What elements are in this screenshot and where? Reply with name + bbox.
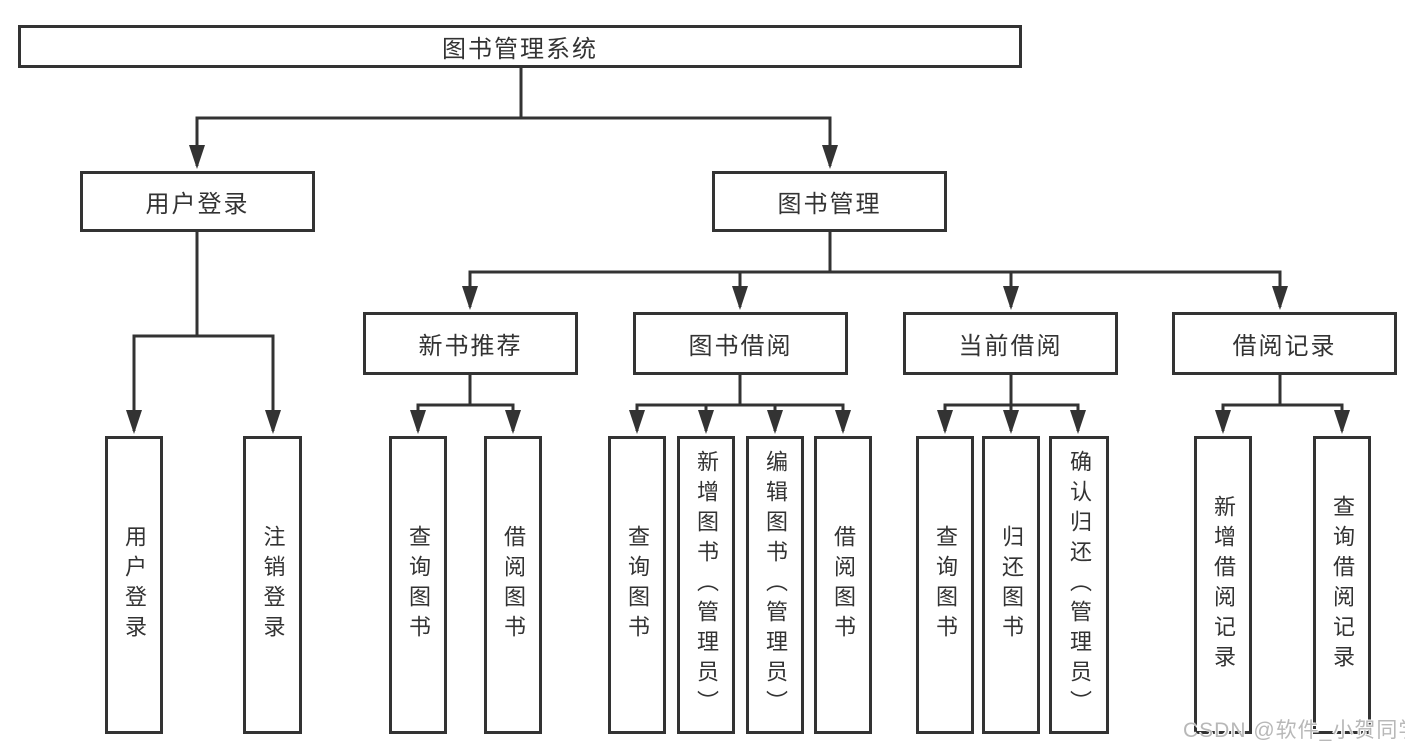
- node-leaf-cb-query-books-label: 查询图书: [933, 525, 958, 645]
- node-leaf-user-login: 用户登录: [105, 436, 163, 734]
- node-leaf-cb-confirm-return-admin-label: 确认归还（管理员）: [1067, 450, 1092, 720]
- node-leaf-nb-borrow-books: 借阅图书: [484, 436, 542, 734]
- node-book-mgmt-label: 图书管理: [777, 191, 882, 218]
- node-user-login: 用户登录: [80, 171, 315, 232]
- node-leaf-bb-query-books: 查询图书: [608, 436, 666, 734]
- node-user-login-label: 用户登录: [145, 191, 250, 218]
- node-borrow-record-label: 借阅记录: [1232, 333, 1337, 360]
- node-book-mgmt: 图书管理: [712, 171, 947, 232]
- node-leaf-nb-query-books-label: 查询图书: [406, 525, 431, 645]
- node-borrow-record: 借阅记录: [1172, 312, 1397, 375]
- node-root: 图书管理系统: [18, 25, 1022, 68]
- node-leaf-bb-edit-books-admin: 编辑图书（管理员）: [746, 436, 804, 734]
- node-leaf-cb-return-books-label: 归还图书: [999, 525, 1024, 645]
- node-leaf-bb-add-books-admin: 新增图书（管理员）: [677, 436, 735, 734]
- node-leaf-logout: 注销登录: [243, 436, 302, 734]
- node-leaf-br-add-record: 新增借阅记录: [1194, 436, 1252, 734]
- node-leaf-cb-query-books: 查询图书: [916, 436, 974, 734]
- node-leaf-cb-return-books: 归还图书: [982, 436, 1040, 734]
- node-book-borrow: 图书借阅: [633, 312, 848, 375]
- node-leaf-br-add-record-label: 新增借阅记录: [1211, 495, 1236, 675]
- node-leaf-user-login-label: 用户登录: [122, 525, 147, 645]
- node-leaf-br-query-record: 查询借阅记录: [1313, 436, 1371, 734]
- node-book-borrow-label: 图书借阅: [688, 333, 793, 360]
- node-leaf-nb-borrow-books-label: 借阅图书: [501, 525, 526, 645]
- node-leaf-logout-label: 注销登录: [260, 525, 286, 645]
- node-leaf-br-query-record-label: 查询借阅记录: [1330, 495, 1355, 675]
- node-leaf-bb-query-books-label: 查询图书: [625, 525, 650, 645]
- node-new-book-rec: 新书推荐: [363, 312, 578, 375]
- node-current-borrow-label: 当前借阅: [958, 333, 1063, 360]
- node-leaf-bb-borrow-books: 借阅图书: [814, 436, 872, 734]
- node-leaf-bb-add-books-admin-label: 新增图书（管理员）: [694, 450, 719, 720]
- node-leaf-nb-query-books: 查询图书: [389, 436, 447, 734]
- node-leaf-bb-borrow-books-label: 借阅图书: [831, 525, 856, 645]
- node-root-label: 图书管理系统: [442, 36, 598, 63]
- node-new-book-rec-label: 新书推荐: [418, 333, 523, 360]
- node-leaf-bb-edit-books-admin-label: 编辑图书（管理员）: [763, 450, 788, 720]
- csdn-watermark: CSDN @软件_小贺同学: [1183, 719, 1405, 742]
- node-current-borrow: 当前借阅: [903, 312, 1118, 375]
- node-leaf-cb-confirm-return-admin: 确认归还（管理员）: [1049, 436, 1109, 734]
